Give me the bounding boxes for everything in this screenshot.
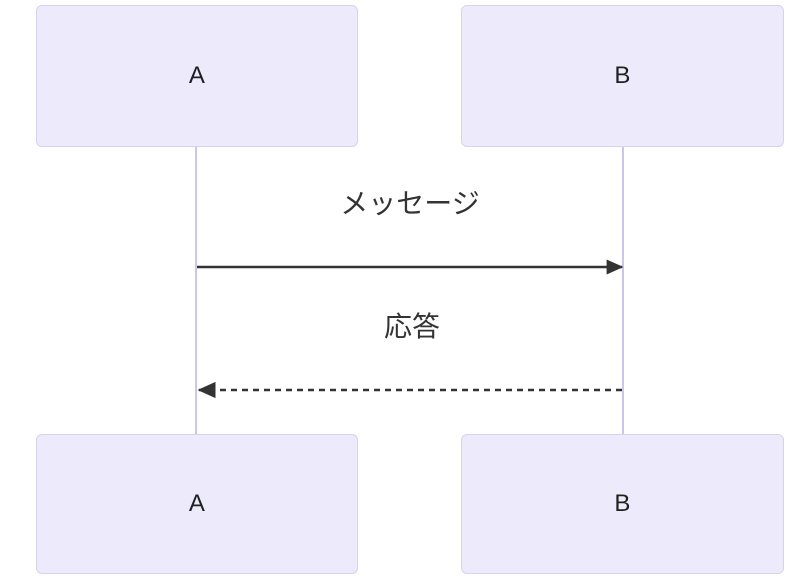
participant-label-a-top: A bbox=[188, 62, 206, 89]
lifeline-b bbox=[622, 147, 624, 434]
participant-label-a-bottom: A bbox=[188, 490, 206, 517]
participant-box-b-bottom[interactable]: B bbox=[461, 434, 784, 574]
participant-label-b-top: B bbox=[614, 62, 631, 89]
lifeline-a bbox=[195, 147, 197, 434]
participant-box-b-top[interactable]: B bbox=[461, 5, 784, 147]
participant-box-a-bottom[interactable]: A bbox=[36, 434, 358, 574]
participant-label-b-bottom: B bbox=[614, 490, 631, 517]
message-label-2: 応答 bbox=[383, 311, 441, 342]
message-label-1: メッセージ bbox=[340, 188, 480, 219]
participant-box-a-top[interactable]: A bbox=[36, 5, 358, 147]
